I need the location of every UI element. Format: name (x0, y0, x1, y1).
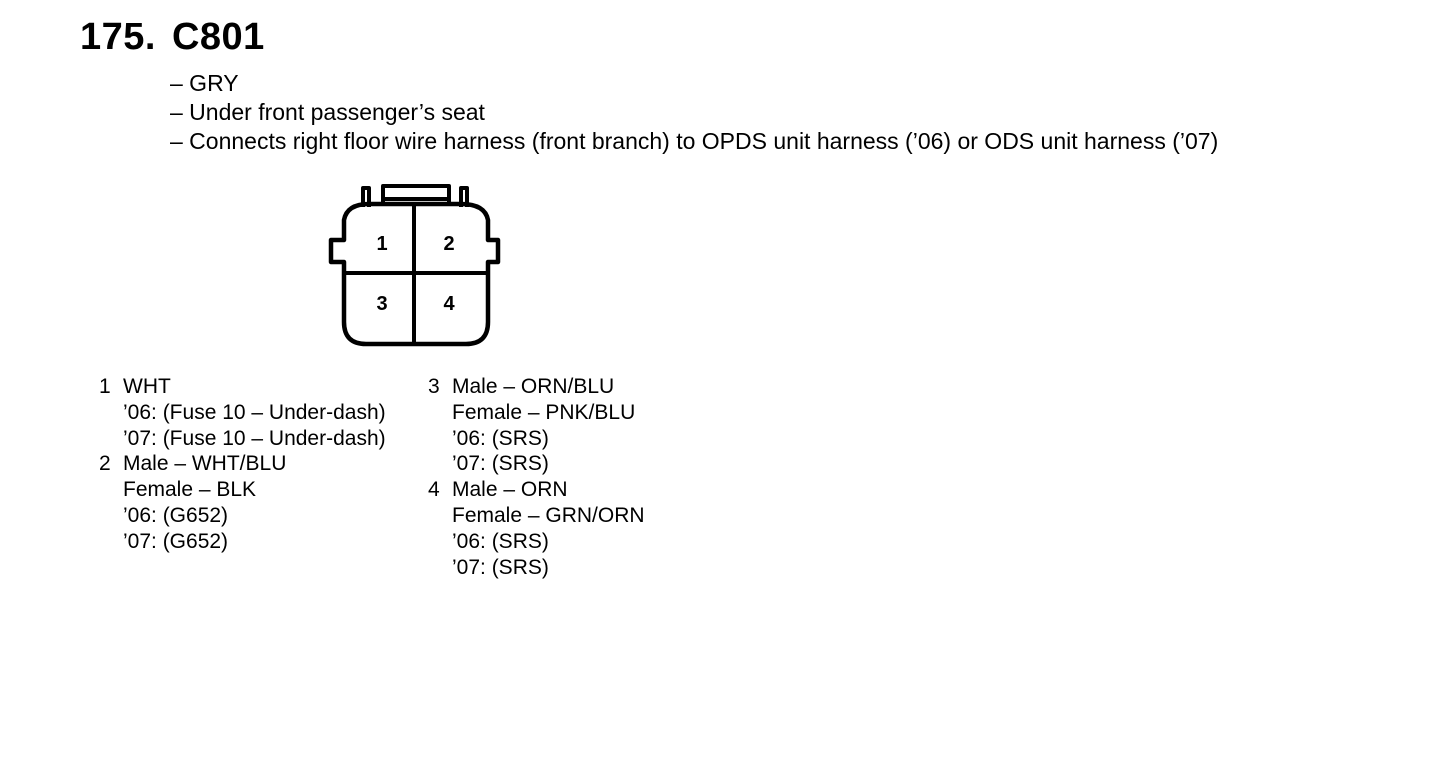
pin-female-color: Female – BLK (123, 478, 257, 502)
pin-list-left: 1 WHT ’06: (Fuse 10 – Under-dash) ’07: (… (99, 374, 386, 555)
pin-male-color: Male – ORN (452, 478, 568, 502)
pin-number: 2 (99, 452, 111, 476)
pin-circuit-07: ’07: (SRS) (452, 452, 549, 476)
connector-id: C801 (171, 16, 265, 58)
cavity-3-label: 3 (376, 293, 387, 315)
pin-female-color: Female – GRN/ORN (452, 503, 645, 527)
pin-entry: 1 WHT ’06: (Fuse 10 – Under-dash) ’07: (… (99, 374, 386, 451)
pin-female-color: Female – PNK/BLU (452, 400, 636, 424)
pin-circuit-06: ’06: (Fuse 10 – Under-dash) (123, 400, 386, 424)
pin-wire-color: WHT (123, 375, 171, 398)
pin-entry: 2 Male – WHT/BLU Female – BLK ’06: (G652… (99, 451, 386, 554)
pin-circuit-07: ’07: (SRS) (452, 555, 549, 579)
pin-circuit-06: ’06: (SRS) (452, 426, 549, 450)
connector-notes: – GRY – Under front passenger’s seat – C… (170, 69, 1218, 156)
pin-entry: 4 Male – ORN Female – GRN/ORN ’06: (SRS)… (428, 477, 645, 580)
pin-number: 4 (428, 478, 440, 502)
pin-number: 3 (428, 375, 440, 398)
latch-center-tab (381, 184, 451, 204)
cavity-1-label: 1 (376, 233, 387, 255)
note-color: – GRY (170, 70, 239, 96)
latch-right-tab (459, 186, 469, 207)
connector-housing (328, 201, 501, 347)
latch-left-tab (361, 186, 371, 207)
section-number: 175. (80, 16, 156, 58)
pin-entry: 3 Male – ORN/BLU Female – PNK/BLU ’06: (… (428, 374, 645, 477)
pin-male-color: Male – WHT/BLU (123, 452, 287, 476)
note-connection: – Connects right floor wire harness (fro… (170, 128, 1219, 154)
pin-circuit-06: ’06: (G652) (123, 503, 229, 527)
pin-list-right: 3 Male – ORN/BLU Female – PNK/BLU ’06: (… (428, 374, 645, 580)
pin-circuit-06: ’06: (SRS) (452, 529, 549, 553)
cavity-2-label: 2 (443, 233, 454, 255)
pin-circuit-07: ’07: (Fuse 10 – Under-dash) (123, 426, 386, 450)
pin-number: 1 (99, 375, 111, 398)
connector-diagram: 1 2 3 4 (325, 182, 505, 352)
pin-circuit-07: ’07: (G652) (123, 529, 229, 553)
page-title: 175. C801 (80, 14, 265, 60)
pin-male-color: Male – ORN/BLU (452, 375, 615, 398)
cavity-4-label: 4 (443, 293, 455, 315)
note-location: – Under front passenger’s seat (170, 99, 485, 125)
